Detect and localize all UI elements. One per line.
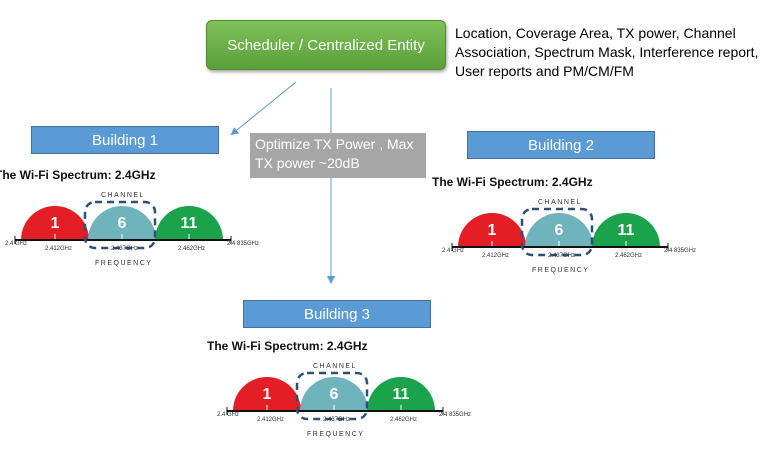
frequency-caption: FREQUENCY (532, 267, 590, 274)
channel-6-highlight (83, 200, 157, 250)
spectrum-title: The Wi-Fi Spectrum: 2.4GHz (432, 175, 593, 189)
channel-1-lobe (458, 213, 526, 247)
freq-label-f1: 2.412GHz (482, 253, 510, 259)
freq-label-f6: 2.437GHz (548, 253, 576, 259)
channel-6-label: 6 (555, 222, 564, 239)
spectrum-title: The Wi-Fi Spectrum: 2.4GHz (0, 168, 156, 182)
freq-label-f11: 2.462GHz (615, 253, 643, 259)
channel-6-label: 6 (118, 215, 127, 232)
building-2-label: Building 2 (528, 136, 594, 154)
channel-1-lobe (21, 206, 89, 240)
channel-11-label: 11 (393, 386, 410, 403)
freq-label-end: 2.4 835GHz (664, 248, 697, 254)
channel-caption: CHANNEL (101, 192, 145, 199)
channel-11-label: 11 (618, 222, 635, 239)
info-text: Location, Coverage Area, TX power, Chann… (455, 25, 759, 79)
channel-1-label: 1 (51, 215, 60, 232)
channel-1-label: 1 (263, 386, 272, 403)
frequency-caption: FREQUENCY (307, 431, 365, 438)
arrow-to-building-1 (230, 81, 297, 136)
freq-label-start: 2.4 GHz (5, 241, 28, 247)
freq-label-f11: 2.462GHz (178, 246, 206, 252)
spectrum-title: The Wi-Fi Spectrum: 2.4GHz (207, 339, 368, 353)
scheduler-box: Scheduler / Centralized Entity (206, 20, 446, 70)
freq-label-f11: 2.462GHz (390, 417, 418, 423)
freq-label-f1: 2.412GHz (45, 246, 73, 252)
channel-1-label: 1 (488, 222, 497, 239)
freq-label-end: 2.4 835GHz (439, 412, 472, 418)
channel-6-lobe (88, 206, 156, 240)
scheduler-label: Scheduler / Centralized Entity (227, 36, 425, 54)
channel-6-highlight (295, 371, 369, 421)
channel-caption: CHANNEL (313, 363, 357, 370)
building-3-label: Building 3 (304, 305, 370, 323)
freq-label-start: 2.4 GHz (217, 412, 240, 418)
freq-label-f6: 2.437GHz (323, 417, 351, 423)
freq-label-f1: 2.412GHz (257, 417, 285, 423)
freq-label-f6: 2.437GHz (111, 246, 139, 252)
building-1-box: Building 1 (31, 126, 219, 154)
building-3-box: Building 3 (243, 300, 431, 328)
channel-11-label: 11 (181, 215, 198, 232)
channel-11-lobe (155, 206, 223, 240)
channel-6-label: 6 (330, 386, 339, 403)
channel-caption: CHANNEL (538, 199, 582, 206)
channel-1-lobe (233, 377, 301, 411)
building-1-label: Building 1 (92, 131, 158, 149)
freq-label-end: 2.4 835GHz (227, 241, 260, 247)
channel-6-highlight (520, 207, 594, 257)
frequency-caption: FREQUENCY (95, 260, 153, 267)
channel-11-lobe (592, 213, 660, 247)
optimize-note: Optimize TX Power , Max TX power ~20dB (250, 133, 426, 178)
channel-6-lobe (300, 377, 368, 411)
channel-11-lobe (367, 377, 435, 411)
channel-6-lobe (525, 213, 593, 247)
building-2-box: Building 2 (467, 131, 655, 159)
freq-label-start: 2.4 GHz (442, 248, 465, 254)
